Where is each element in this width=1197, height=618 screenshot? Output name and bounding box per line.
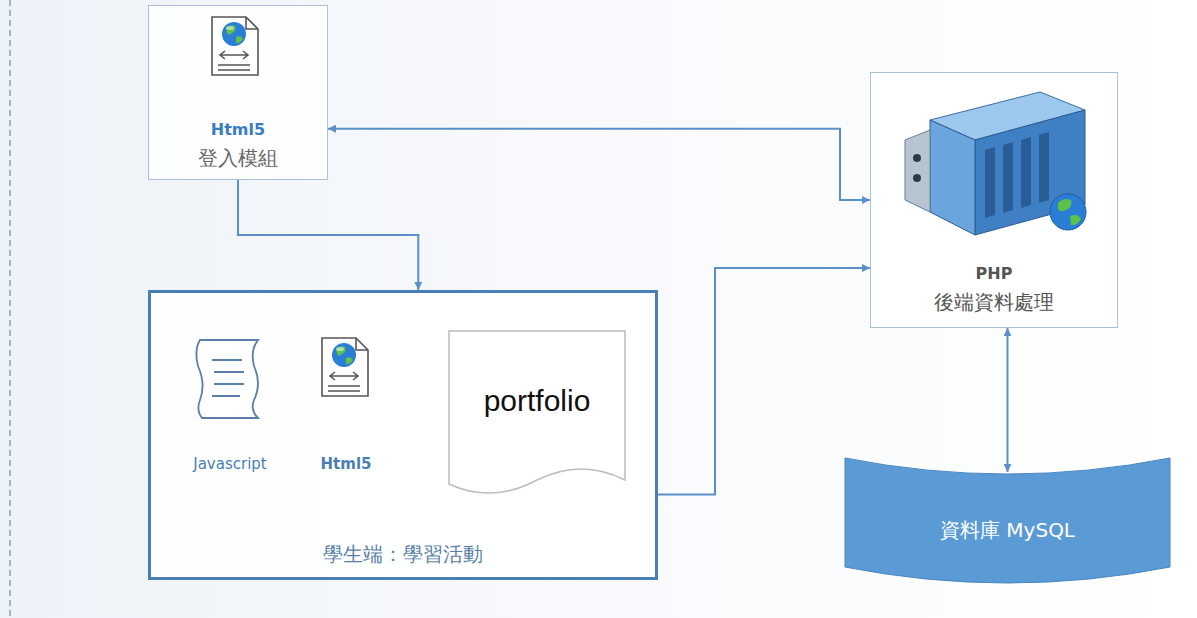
- script-item: Javascript: [180, 330, 280, 478]
- connector-arrow: [1007, 328, 1009, 472]
- document-outline: [449, 331, 625, 493]
- cylinder-body: [845, 458, 1170, 583]
- node-label: 學生端：學習活動: [323, 542, 483, 567]
- html-file-icon: [322, 338, 368, 396]
- connector-arrow: [658, 268, 870, 494]
- html-file-icon: [212, 17, 258, 75]
- module-box: Html5 登入模組: [148, 5, 328, 180]
- script-scroll-icon: [196, 340, 258, 418]
- group-box: 學生端：學習活動 Javascript Html5 portfolio: [148, 290, 658, 580]
- html-item: Html5: [305, 330, 387, 478]
- document-shape: portfolio: [448, 330, 626, 502]
- node-label: portfolio: [484, 382, 591, 420]
- server-illustration: [905, 92, 1086, 235]
- connector-arrow: [328, 129, 870, 200]
- node-label: 後端資料處理: [934, 290, 1054, 315]
- node-label: 登入模組: [198, 146, 278, 171]
- node-label: 資料庫 MySQL: [940, 518, 1075, 543]
- database-cylinder: 資料庫 MySQL: [845, 458, 1170, 583]
- node-label: PHP: [976, 264, 1013, 284]
- dashed-divider: [9, 0, 11, 618]
- node-label: Html5: [211, 120, 265, 140]
- connector-arrow: [238, 180, 418, 290]
- node-label: Javascript: [193, 455, 266, 474]
- node-label: Html5: [321, 455, 372, 474]
- server-box: PHP 後端資料處理: [870, 72, 1118, 328]
